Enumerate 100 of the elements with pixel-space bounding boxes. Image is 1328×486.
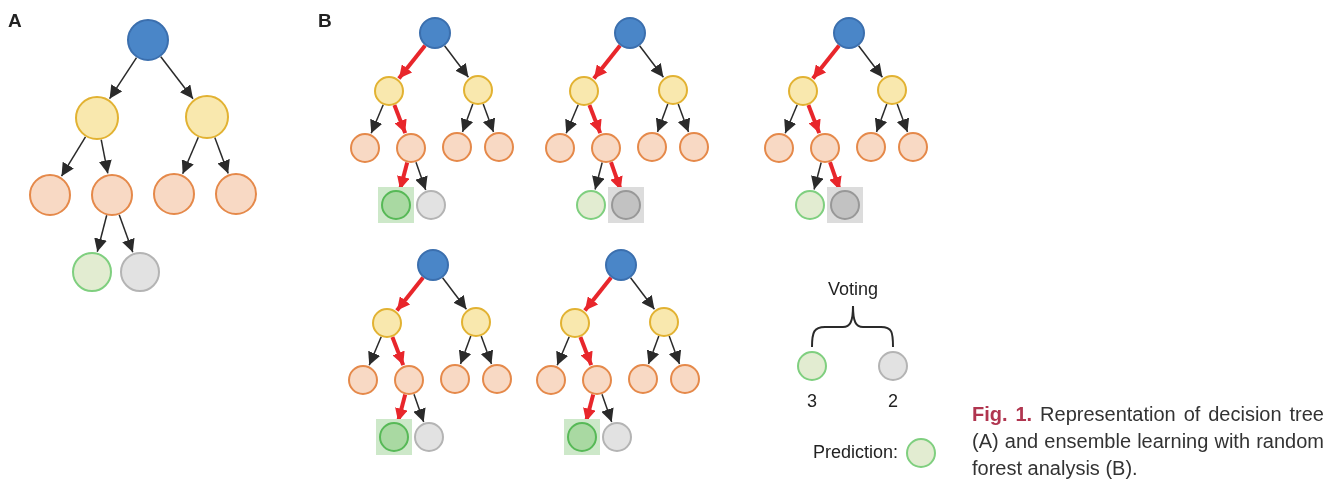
voting-label: Voting: [826, 279, 879, 300]
decision-node: [372, 308, 402, 338]
arrow: [458, 335, 472, 365]
root-node: [833, 17, 865, 49]
arrow: [480, 335, 494, 365]
arrow: [118, 213, 135, 254]
decision-node: [91, 174, 133, 216]
arrow: [390, 336, 406, 366]
decision-node: [348, 365, 378, 395]
root-node: [614, 17, 646, 49]
arrow: [655, 103, 669, 133]
arrow: [578, 336, 594, 366]
arrow: [668, 335, 682, 365]
arrow: [370, 104, 384, 135]
arrow: [60, 136, 87, 177]
arrow: [583, 276, 613, 312]
arrow: [214, 136, 230, 175]
arrow: [811, 44, 841, 80]
vote-count: 2: [887, 391, 899, 412]
arrow: [806, 104, 822, 134]
decision-node: [679, 132, 709, 162]
arrow: [874, 103, 888, 133]
decision-node: [185, 95, 229, 139]
vote-count: 3: [806, 391, 818, 412]
arrow: [638, 45, 665, 78]
root-node: [417, 249, 449, 281]
leaf-node: [414, 422, 444, 452]
arrow: [482, 103, 496, 133]
decision-node: [545, 133, 575, 163]
decision-node: [658, 75, 688, 105]
leaf-node: [576, 190, 606, 220]
leaf-node: [878, 351, 908, 381]
decision-node: [877, 75, 907, 105]
arrow: [368, 336, 382, 367]
decision-node: [350, 133, 380, 163]
arrow: [181, 136, 200, 175]
root-node: [419, 17, 451, 49]
leaf-node: [906, 438, 936, 468]
decision-node: [442, 132, 472, 162]
leaf-node: [797, 351, 827, 381]
arrow: [601, 393, 614, 423]
decision-node: [461, 307, 491, 337]
decision-node: [582, 365, 612, 395]
arrow: [443, 45, 470, 78]
root-node: [605, 249, 637, 281]
root-node: [127, 19, 169, 61]
decision-node: [394, 365, 424, 395]
arrow: [629, 277, 656, 310]
decision-node: [670, 364, 700, 394]
decision-node: [482, 364, 512, 394]
prediction-label: Prediction:: [812, 442, 898, 463]
arrow: [646, 335, 660, 365]
arrow: [811, 161, 824, 191]
decision-node: [560, 308, 590, 338]
decision-node: [536, 365, 566, 395]
decision-node: [788, 76, 818, 106]
leaf-node: [416, 190, 446, 220]
arrow: [108, 56, 138, 100]
arrow: [677, 103, 691, 133]
panel-label: A: [8, 10, 23, 32]
arrow: [583, 394, 596, 422]
arrow: [592, 44, 622, 80]
decision-node: [856, 132, 886, 162]
panel-label: B: [318, 10, 333, 32]
arrow: [98, 138, 112, 175]
arrow: [784, 104, 798, 135]
decision-node: [29, 174, 71, 216]
arrow: [397, 162, 410, 190]
arrow: [395, 276, 425, 312]
arrow: [94, 214, 108, 253]
leaf-node: [72, 252, 112, 292]
decision-node: [898, 132, 928, 162]
arrow: [587, 104, 603, 134]
leaf-node: [602, 422, 632, 452]
arrow: [160, 55, 194, 100]
arrow: [397, 44, 427, 80]
arrow: [441, 277, 468, 310]
decision-node: [374, 76, 404, 106]
arrow: [413, 393, 426, 423]
leaf-node: [120, 252, 160, 292]
decision-node: [637, 132, 667, 162]
decision-node: [484, 132, 514, 162]
decision-node: [396, 133, 426, 163]
decision-node: [628, 364, 658, 394]
decision-node: [215, 173, 257, 215]
arrow: [857, 45, 884, 78]
decision-node: [75, 96, 119, 140]
arrow: [592, 161, 605, 191]
arrow: [556, 336, 570, 367]
arrow: [392, 104, 408, 134]
decision-node: [463, 75, 493, 105]
arrow: [896, 103, 910, 133]
decision-node: [591, 133, 621, 163]
decision-node: [153, 173, 195, 215]
decision-node: [649, 307, 679, 337]
arrow: [565, 104, 579, 135]
decision-node: [810, 133, 840, 163]
decision-node: [440, 364, 470, 394]
figure-caption: Fig. 1. Representation of decision tree (A) and ensemble learning with random forest analysis (B).: [972, 402, 1324, 481]
arrow: [415, 161, 428, 191]
